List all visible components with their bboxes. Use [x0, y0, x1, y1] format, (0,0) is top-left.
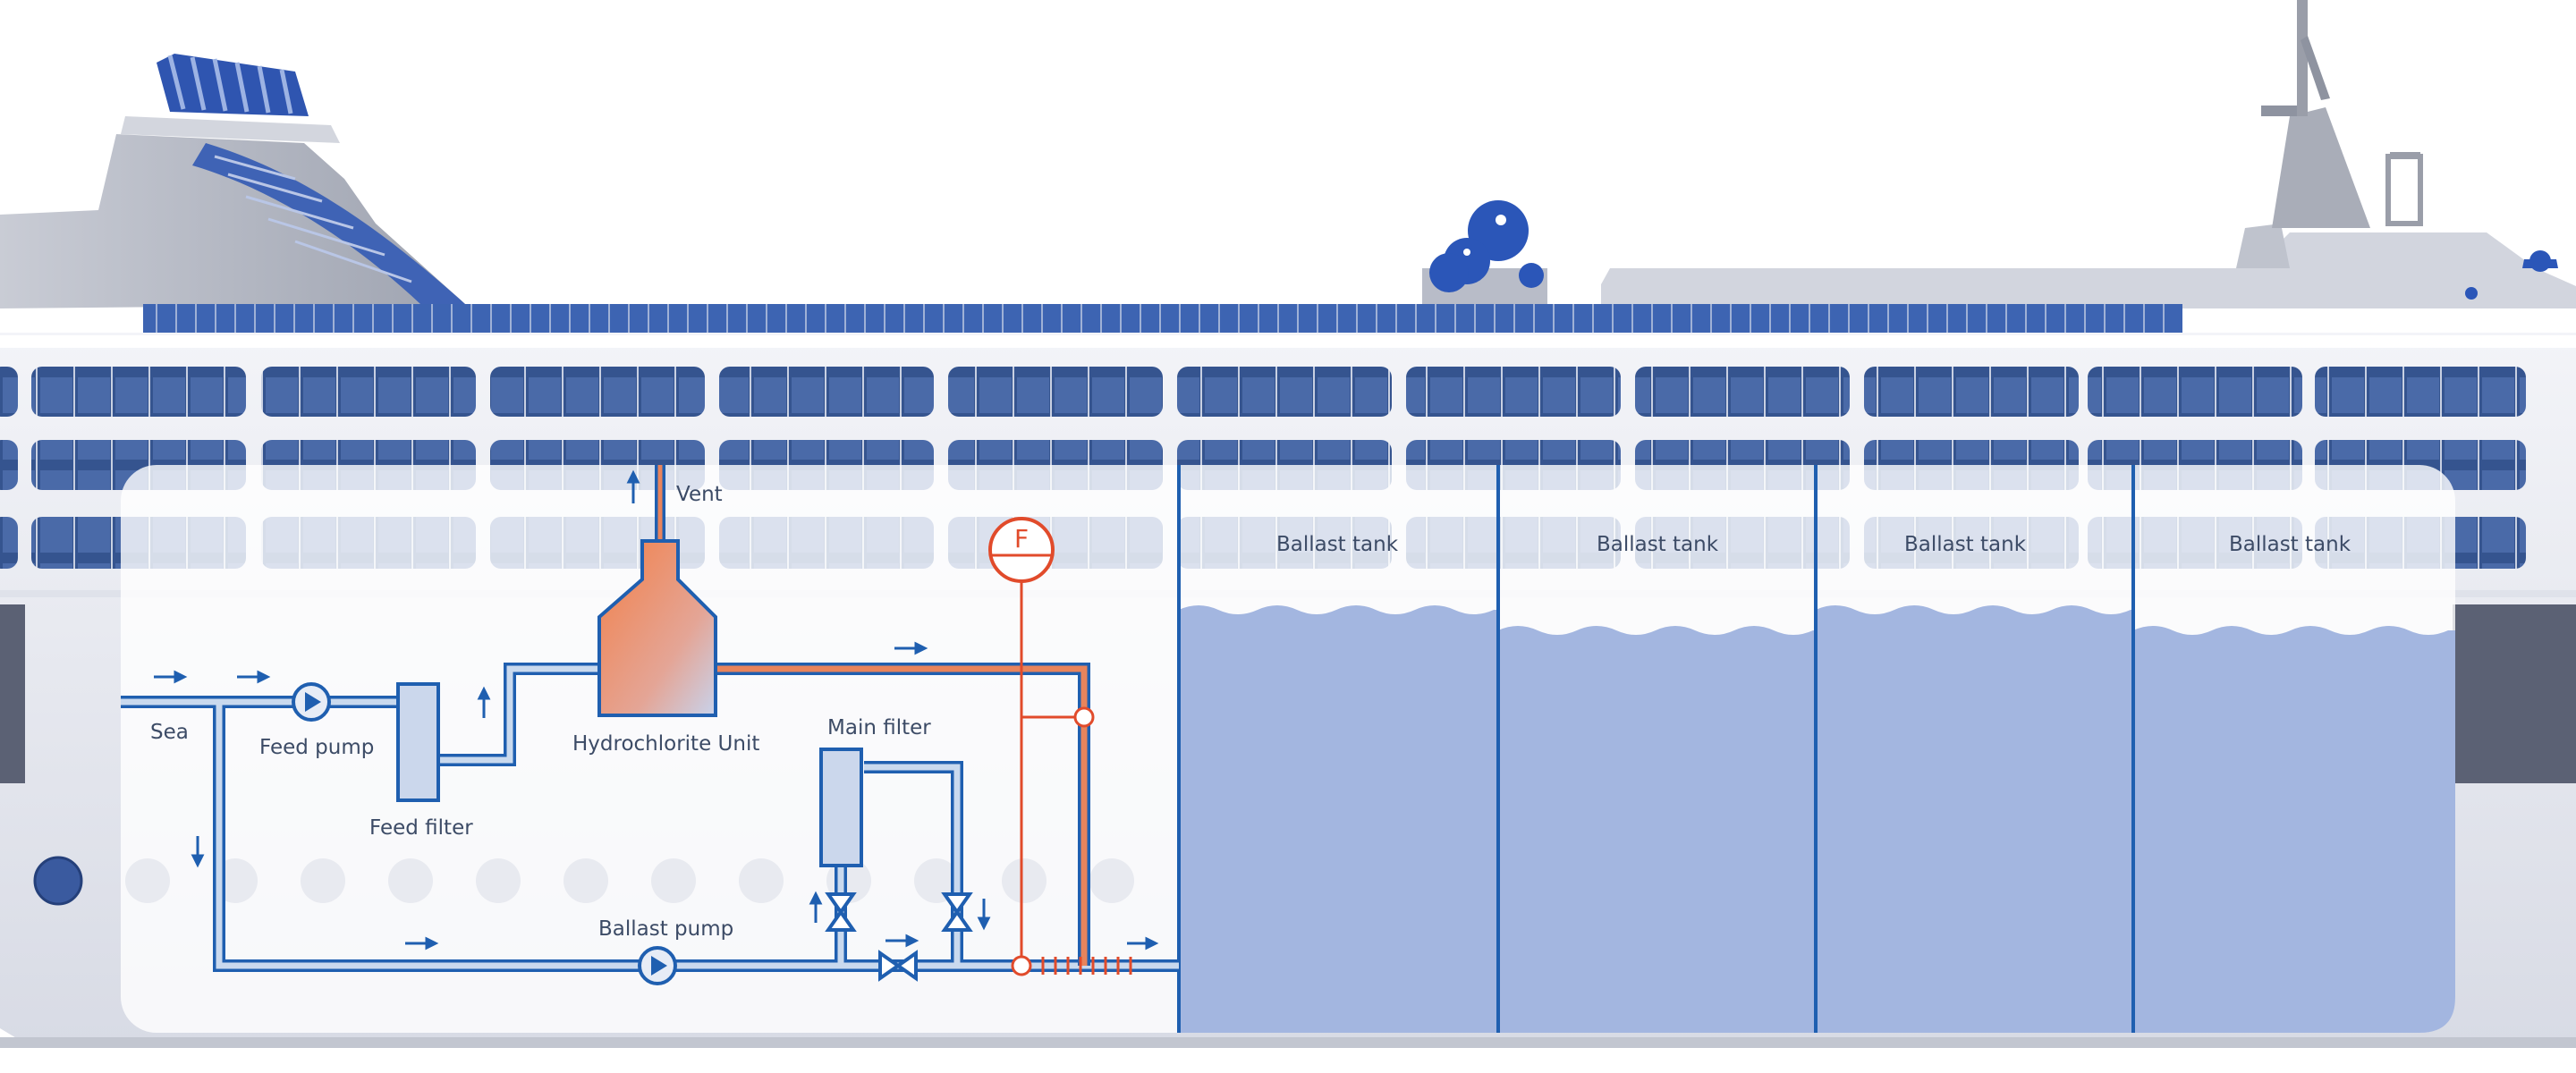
tank-water-2 — [1498, 626, 1816, 1033]
tank-water-1 — [1179, 605, 1498, 1033]
ballast-tanks: Ballast tank Ballast tank Ballast tank B… — [1177, 465, 2455, 1033]
feed-filter — [396, 682, 440, 802]
flow-meter-icon — [988, 517, 1055, 583]
ship-bridge-mast — [1601, 0, 2576, 308]
flow-meter: F — [988, 517, 1055, 583]
feed-pump-label: Feed pump — [259, 736, 374, 759]
valve-icon — [941, 892, 973, 932]
hydrochlorite-unit — [597, 539, 717, 717]
vent-label: Vent — [676, 483, 723, 506]
valve-icon — [878, 950, 918, 982]
feed-pump — [292, 682, 331, 722]
ballast-tank-label-1: Ballast tank — [1276, 533, 1399, 556]
tank-water-4 — [2133, 626, 2455, 1033]
feed-filter-label: Feed filter — [369, 816, 473, 840]
ship-funnel — [0, 54, 465, 308]
faded-portholes — [125, 858, 1134, 903]
ballast-tank-label-4: Ballast tank — [2229, 533, 2351, 556]
porthole — [33, 856, 83, 906]
sea-label: Sea — [150, 721, 189, 744]
valve-icon — [825, 892, 857, 932]
hydrochlorite-unit-label: Hydrochlorite Unit — [572, 732, 759, 756]
ballast-tank-label-2: Ballast tank — [1597, 533, 1719, 556]
main-filter — [819, 748, 863, 867]
main-filter-label: Main filter — [827, 716, 931, 739]
ballast-pump-label: Ballast pump — [598, 917, 733, 941]
flow-meter-label: F — [1014, 524, 1029, 553]
injection-point-ticks — [1041, 957, 1132, 975]
tank-water-3 — [1816, 605, 2133, 1033]
radar-domes — [1422, 200, 1547, 306]
flow-meter-sample-line — [1020, 572, 1084, 966]
ballast-tank-label-3: Ballast tank — [1904, 533, 2027, 556]
ballast-pump — [638, 946, 677, 985]
solar-panel-strip — [143, 304, 2182, 333]
flow-arrow-icon — [154, 469, 1159, 950]
